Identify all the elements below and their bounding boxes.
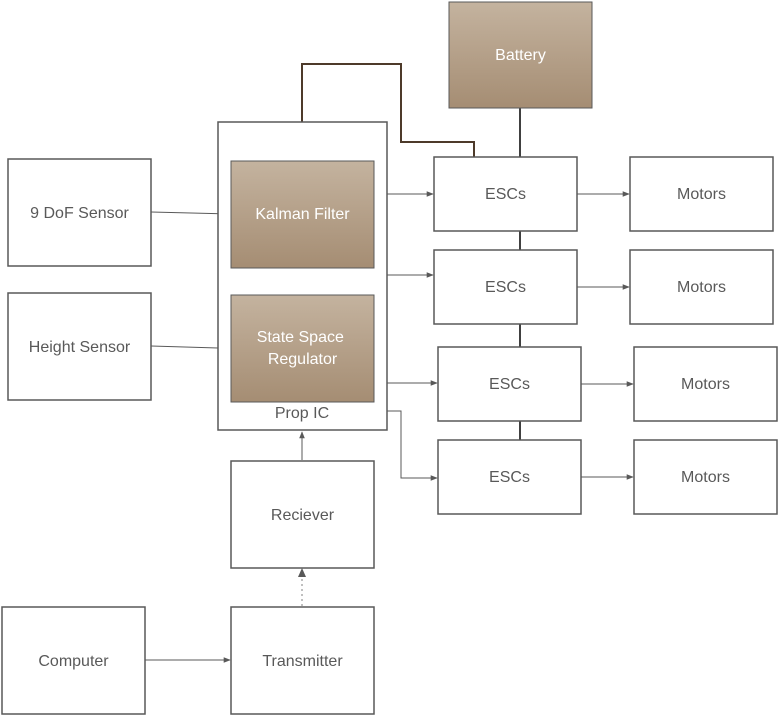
motor-label-4: Motors [681, 469, 730, 486]
motor-block-3: Motors [633, 346, 778, 422]
kalman-filter-block: Kalman Filter [230, 160, 375, 269]
power-wire-propic-to-esc [301, 63, 475, 157]
esc-block-2: ESCs [433, 249, 578, 325]
motor-label-3: Motors [681, 376, 730, 393]
motor-label-1: Motors [677, 186, 726, 203]
height-sensor-to-propic-line [150, 345, 219, 349]
motor-block-2: Motors [629, 249, 774, 325]
motor-block-4: Motors [633, 439, 778, 515]
esc-block-1: ESCs [433, 156, 578, 232]
state-space-line2: Regulator [268, 351, 338, 368]
state-space-regulator-block: State Space Regulator [230, 294, 375, 403]
nine-dof-sensor-label: 9 DoF Sensor [30, 205, 129, 222]
battery-label: Battery [495, 47, 546, 64]
receiver-label: Reciever [271, 507, 335, 524]
esc-label-2: ESCs [485, 279, 526, 296]
kalman-filter-label: Kalman Filter [255, 206, 350, 223]
transmitter-label: Transmitter [262, 653, 343, 670]
receiver-arrowhead [298, 568, 306, 577]
esc-label-1: ESCs [485, 186, 526, 203]
computer-label: Computer [38, 653, 109, 670]
receiver-block: Reciever [230, 460, 375, 569]
esc-label-4: ESCs [489, 469, 530, 486]
battery-block: Battery [448, 1, 593, 109]
motor-block-1: Motors [629, 156, 774, 232]
connectors [145, 63, 634, 663]
height-sensor-block: Height Sensor [7, 292, 152, 401]
prop-ic-label: Prop IC [275, 405, 329, 422]
state-space-regulator-label: State Space Regulator [257, 329, 349, 368]
esc-block-3: ESCs [437, 346, 582, 422]
height-sensor-label: Height Sensor [29, 339, 131, 356]
computer-block: Computer [1, 606, 146, 715]
nine-dof-sensor-block: 9 DoF Sensor [7, 158, 152, 267]
propic-to-esc4-arrow [387, 410, 438, 481]
transmitter-block: Transmitter [230, 606, 375, 715]
esc-block-4: ESCs [437, 439, 582, 515]
motor-label-2: Motors [677, 279, 726, 296]
state-space-line1: State Space [257, 329, 344, 346]
esc-label-3: ESCs [489, 376, 530, 393]
